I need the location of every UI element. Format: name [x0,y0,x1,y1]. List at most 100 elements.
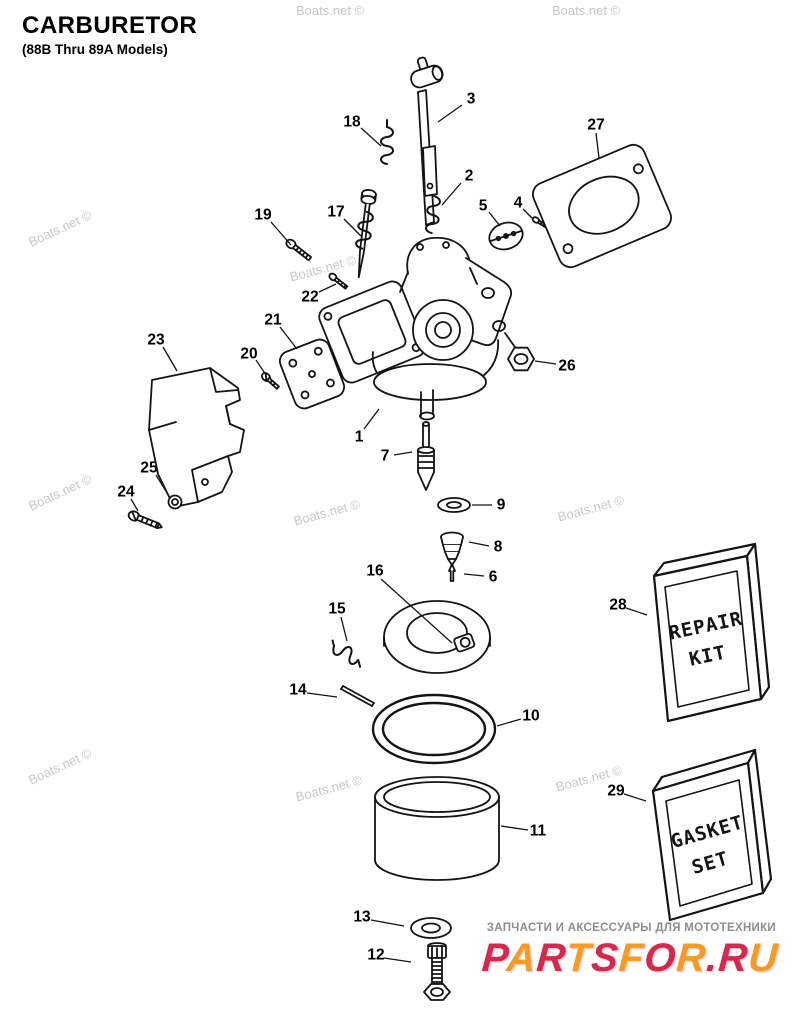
mixture-screw-17 [355,189,377,279]
leader-line-24 [130,498,139,512]
bowl-gasket-10 [371,693,497,765]
logo-letter: O [642,936,678,980]
screw-24 [127,510,163,529]
leader-line-10 [496,718,522,727]
partsfor-logo[interactable]: PARTSFOR.RU [480,936,779,981]
spring-15 [331,639,362,668]
logo-letter: R [534,936,568,980]
screw-22 [328,272,349,290]
page-title: CARBURETOR [22,12,198,39]
logo-letter: R [716,936,750,980]
part-label-3: 3 [467,91,476,108]
pin-14 [340,685,375,707]
logo-letter: R [674,936,708,980]
part-label-10: 10 [522,708,539,725]
part-label-26: 26 [558,358,576,375]
part-label-17: 17 [327,204,344,221]
part-label-29: 29 [607,783,625,800]
leader-line-21 [279,326,298,350]
leader-line-19 [270,221,292,246]
part-label-20: 20 [240,346,257,363]
part-label-9: 9 [497,497,506,514]
part-label-27: 27 [587,117,604,134]
leader-line-23 [162,346,178,372]
screw-20 [261,372,280,390]
screw-19 [285,238,313,262]
o-ring-25 [167,494,183,510]
part-label-12: 12 [367,947,384,964]
logo-letter: T [564,936,593,980]
leader-line-27 [595,132,600,159]
page-header: CARBURETOR (88B Thru 89A Models) [22,12,197,57]
part-label-7: 7 [381,448,390,465]
gasket-set-box [651,748,773,922]
leader-line-13 [370,919,405,927]
part-label-14: 14 [289,682,307,699]
leader-line-16 [380,578,453,644]
logo-letter: F [617,936,646,980]
leader-line-8 [468,541,490,547]
carburetor-body [318,236,518,421]
leader-line-7 [393,451,413,456]
logo-letter: U [746,936,780,980]
flange-gasket-27 [532,143,672,269]
leader-line-5 [488,211,501,227]
part-label-4: 4 [514,195,523,212]
logo-letter: S [589,936,621,980]
part-label-6: 6 [489,569,498,586]
leader-line-12 [383,957,412,963]
bowl-bolt-12 [423,942,451,1001]
leader-line-4 [522,208,534,220]
leader-line-15 [340,616,348,642]
part-label-2: 2 [465,168,474,185]
float-16 [383,600,491,674]
footer-tagline: ЗАПЧАСТИ И АКСЕССУАРЫ ДЛЯ МОТОТЕХНИКИ [486,922,776,934]
part-label-15: 15 [328,601,346,618]
part-label-24: 24 [117,484,135,501]
leader-line-22 [318,283,337,293]
part-label-5: 5 [479,198,488,215]
needle-6 [448,563,456,582]
spring-2 [425,195,441,234]
part-label-18: 18 [343,114,361,131]
throttle-plate-5 [488,221,524,251]
part-label-8: 8 [494,539,503,556]
washer-9 [437,497,471,513]
leader-line-25 [155,474,170,497]
page-subtitle: (88B Thru 89A Models) [22,42,168,57]
leader-line-20 [255,359,267,376]
leader-line-18 [360,127,382,147]
leader-line-14 [306,692,338,698]
part-label-22: 22 [301,289,318,306]
part-label-16: 16 [366,563,384,580]
part-label-21: 21 [264,312,282,329]
part-label-19: 19 [254,207,272,224]
part-label-23: 23 [147,332,165,349]
leader-line-1 [363,408,380,430]
part-label-1: 1 [355,429,364,446]
gasket-21 [278,338,346,410]
valve-seat-8 [440,531,464,566]
part-label-13: 13 [353,909,371,926]
logo-letter: P [480,936,509,980]
repair-kit-box [652,542,771,723]
leader-line-11 [500,825,529,831]
logo-letter: A [504,936,538,980]
watermark-text: Boats.net © [552,3,621,18]
leader-line-3 [437,104,463,123]
washer-13 [410,917,452,939]
leader-line-17 [343,218,362,237]
spring-18 [380,119,394,165]
nut-26 [507,346,535,372]
leader-line-26 [534,360,557,365]
leader-line-28 [625,607,648,616]
part-label-28: 28 [609,597,627,614]
needle-valve-7 [417,421,435,491]
watermark-text: Boats.net © [296,3,365,18]
leader-line-2 [441,182,462,206]
float-bowl-11 [374,776,500,881]
leader-line-29 [623,793,647,802]
